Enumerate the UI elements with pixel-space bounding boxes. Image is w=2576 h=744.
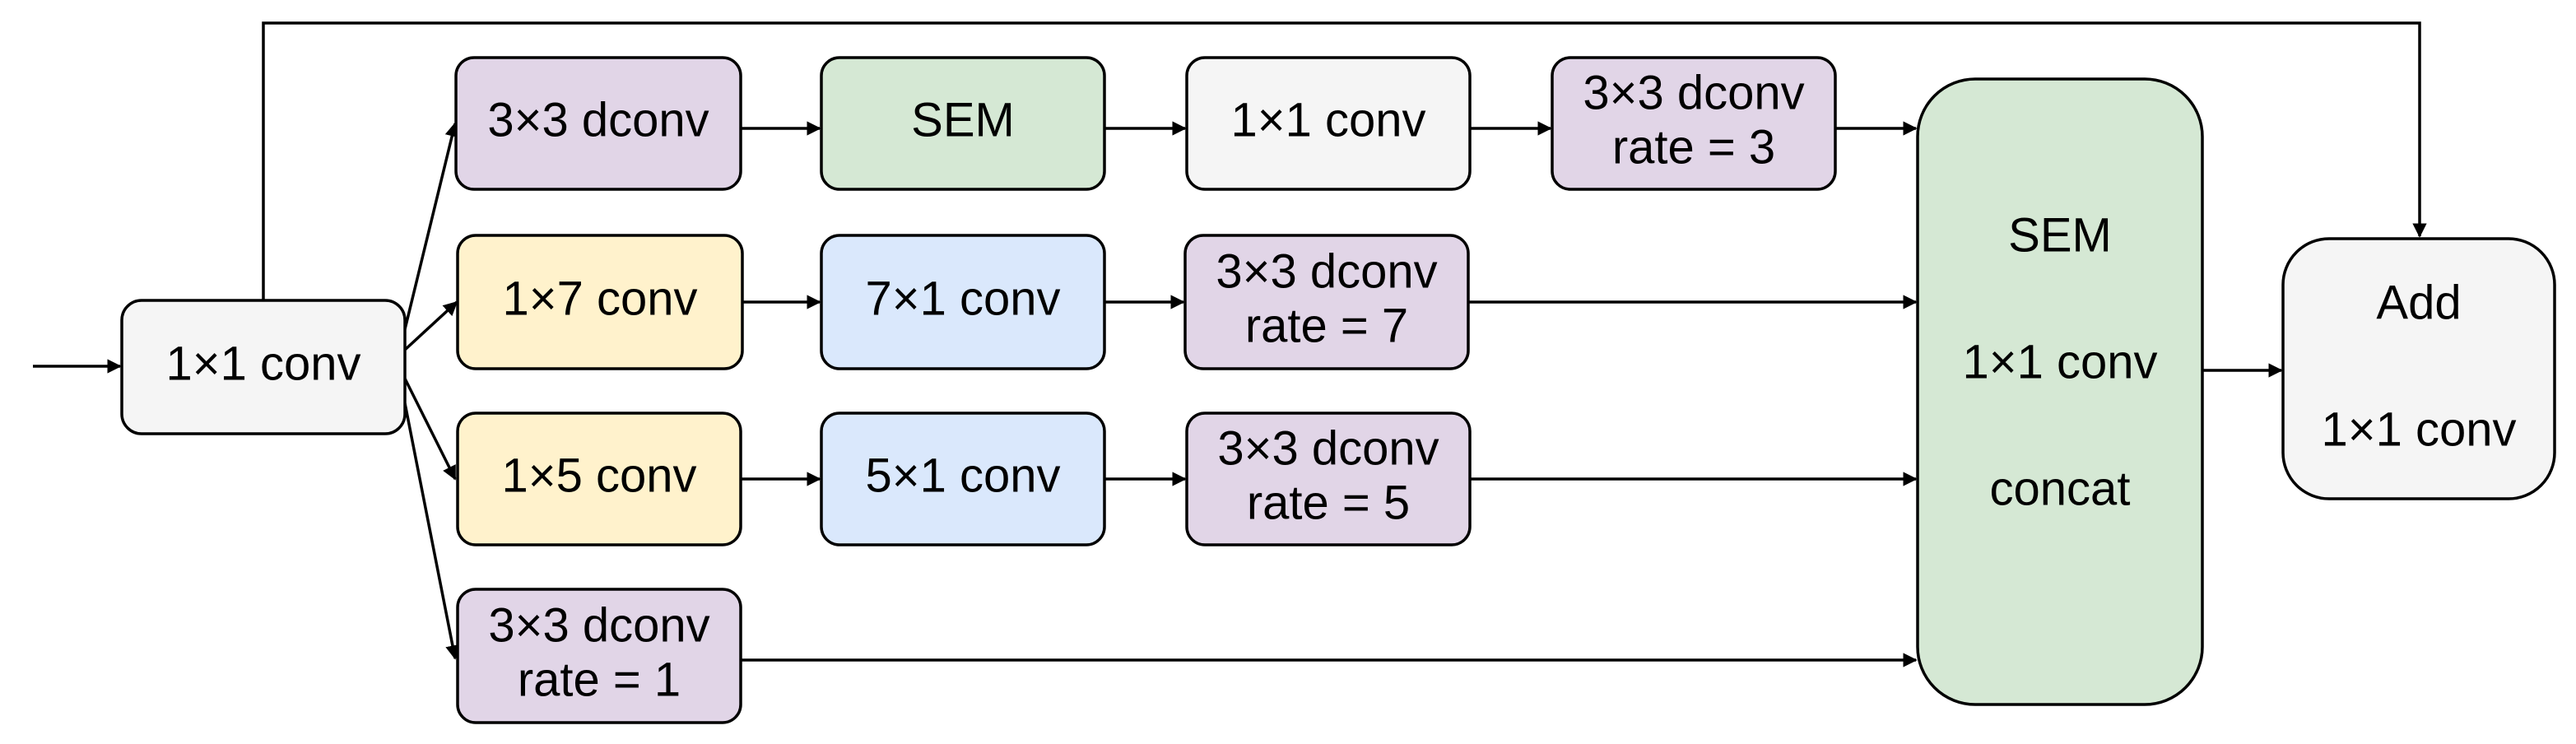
merge-block-label: SEM bbox=[2008, 208, 2112, 262]
output-block-label: Add bbox=[2376, 276, 2461, 329]
b3-conv-5x1-label: 5×1 conv bbox=[865, 449, 1060, 502]
b3-conv-5x1-block: 5×1 conv bbox=[820, 412, 1106, 546]
output-block-label: 1×1 conv bbox=[2321, 402, 2516, 456]
output-block-block: Add 1×1 conv bbox=[2281, 237, 2556, 500]
b3-conv-1x5-box bbox=[456, 412, 742, 546]
b3-conv-1x5-block: 1×5 conv bbox=[456, 412, 742, 546]
connections bbox=[33, 21, 2427, 667]
arrow-to-branch-3 bbox=[403, 378, 457, 481]
output-block-box bbox=[2281, 237, 2556, 500]
arrow-to-branch-1 bbox=[403, 122, 459, 330]
b1-dconv-rate-box bbox=[1551, 56, 1837, 191]
b2-dconv-rate-box bbox=[1183, 234, 1470, 370]
b2-dconv-rate-label: rate = 7 bbox=[1245, 299, 1408, 352]
input-conv-label: 1×1 conv bbox=[165, 337, 360, 390]
b3-dconv-rate-box bbox=[1185, 412, 1472, 546]
b1-dconv-rate-label: rate = 3 bbox=[1612, 120, 1775, 174]
b2-conv-7x1-box bbox=[820, 234, 1106, 370]
b1-sem-label: SEM bbox=[911, 93, 1015, 146]
b1-sem-block: SEM bbox=[820, 56, 1106, 191]
b1-dconv-block: 3×3 dconv bbox=[454, 56, 742, 191]
b4-dconv-rate-label: 3×3 dconv bbox=[488, 598, 709, 652]
b1-conv-label: 1×1 conv bbox=[1230, 93, 1425, 146]
merge-block-label: concat bbox=[1990, 462, 2131, 515]
merge-block-label: 1×1 conv bbox=[1962, 335, 2157, 388]
b2-conv-1x7-label: 1×7 conv bbox=[502, 272, 697, 325]
b2-conv-7x1-block: 7×1 conv bbox=[820, 234, 1106, 370]
merge-block-box bbox=[1916, 77, 2204, 706]
b2-conv-1x7-block: 1×7 conv bbox=[456, 234, 744, 370]
b3-conv-5x1-box bbox=[820, 412, 1106, 546]
merge-block-block: SEM 1×1 conv concat bbox=[1916, 77, 2204, 706]
b1-conv-block: 1×1 conv bbox=[1185, 56, 1472, 191]
arrow-to-branch-2 bbox=[403, 300, 458, 351]
b2-conv-1x7-box bbox=[456, 234, 744, 370]
b2-dconv-rate-label: 3×3 dconv bbox=[1216, 244, 1437, 298]
b4-dconv-rate-box bbox=[456, 588, 742, 724]
b1-sem-box bbox=[820, 56, 1106, 191]
arrow-to-branch-4 bbox=[403, 402, 460, 660]
input-conv-block: 1×1 conv bbox=[120, 299, 407, 435]
b1-dconv-box bbox=[454, 56, 742, 191]
b3-conv-1x5-label: 1×5 conv bbox=[501, 449, 696, 502]
b1-dconv-rate-label: 3×3 dconv bbox=[1583, 66, 1804, 119]
b3-dconv-rate-label: 3×3 dconv bbox=[1217, 421, 1439, 475]
b1-dconv-label: 3×3 dconv bbox=[487, 93, 709, 146]
input-conv-box bbox=[120, 299, 407, 435]
shortcut-arrow bbox=[262, 21, 2427, 300]
b2-conv-7x1-label: 7×1 conv bbox=[865, 272, 1060, 325]
b4-dconv-rate-label: rate = 1 bbox=[518, 653, 681, 706]
b1-conv-box bbox=[1185, 56, 1472, 191]
b3-dconv-rate-label: rate = 5 bbox=[1247, 476, 1410, 529]
